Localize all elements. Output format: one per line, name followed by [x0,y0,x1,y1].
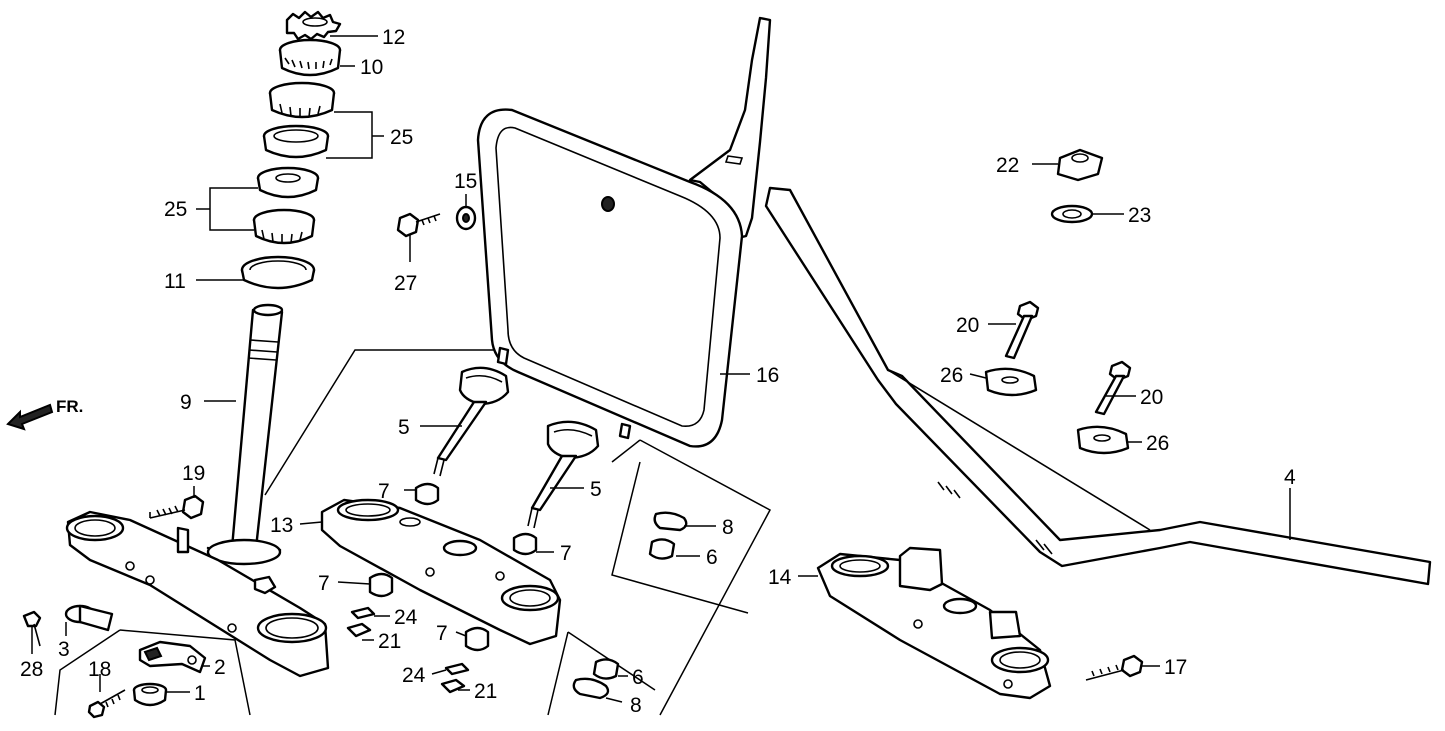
label-12: 12 [382,26,405,49]
label-7-a: 7 [378,480,390,503]
label-17: 17 [1164,656,1187,679]
dust-seal-11 [240,255,316,290]
adjusting-nut-10 [278,38,342,77]
label-10: 10 [360,56,383,79]
bolt-18 [87,689,126,719]
lock-nut-12 [285,10,342,41]
front-arrow [6,403,54,431]
label-14: 14 [768,566,792,589]
label-22: 22 [996,154,1019,177]
bolt-19 [149,494,205,520]
nut-22-washer-23 [1050,148,1104,224]
bracket-2 [138,640,207,674]
label-26-b: 26 [1146,432,1169,455]
leader-lines [31,35,1291,703]
race-25-upper [262,124,330,159]
collar-15 [455,205,477,231]
label-18: 18 [88,658,111,681]
top-bridge-14 [816,546,1052,700]
label-8-b: 8 [630,694,642,717]
label-25-lower: 25 [164,198,187,221]
label-2: 2 [214,656,226,679]
label-20-a: 20 [956,314,979,337]
label-1: 1 [194,682,206,705]
bolt-17 [1085,654,1144,681]
label-6-b: 6 [632,666,644,689]
clamp-3 [64,604,114,632]
label-24-a: 24 [394,606,418,629]
label-3: 3 [58,638,70,661]
cushion-7 [368,482,538,652]
label-26-a: 26 [940,364,963,387]
steering-stem-9 [206,303,284,566]
bolt-20 [1004,300,1132,416]
label-23: 23 [1128,204,1151,227]
bearing-25-upper [268,81,336,119]
upper-holder-26 [984,367,1130,455]
label-5-left: 5 [398,416,410,439]
label-19: 19 [182,462,205,485]
bolt-27 [396,212,441,238]
label-21-a: 21 [378,630,401,653]
label-25-upper: 25 [390,126,413,149]
label-5-right: 5 [590,478,602,501]
handlebar-4 [764,186,1432,586]
part-labels: FR. 12 10 25 25 11 9 19 27 15 16 5 5 7 7… [20,26,1296,717]
screw-28 [22,610,42,647]
label-7-b: 7 [560,542,572,565]
handle-holder-5-right [527,420,600,529]
race-25-lower [256,166,320,199]
label-16: 16 [756,364,779,387]
number-plate-16 [476,16,772,448]
label-28: 28 [20,658,43,681]
label-24-b: 24 [402,664,426,687]
label-9: 9 [180,391,192,414]
label-7-c: 7 [318,572,330,595]
label-7-d: 7 [436,622,448,645]
label-4: 4 [1284,466,1296,489]
cushion-8-6 [572,511,688,700]
label-27: 27 [394,272,417,295]
label-11: 11 [164,270,186,293]
label-8-a: 8 [722,516,734,539]
washer-24-nut-21 [346,606,470,694]
front-direction-label: FR. [56,397,83,416]
label-13: 13 [270,514,293,537]
bearing-25-lower [252,208,316,245]
grommet-1 [132,682,168,707]
label-6-a: 6 [706,546,718,569]
top-bridge-13 [320,498,562,646]
label-20-b: 20 [1140,386,1163,409]
bottom-bridge [65,510,330,678]
label-21-b: 21 [474,680,497,703]
label-15: 15 [454,170,477,193]
handle-holder-5-left [433,366,510,477]
